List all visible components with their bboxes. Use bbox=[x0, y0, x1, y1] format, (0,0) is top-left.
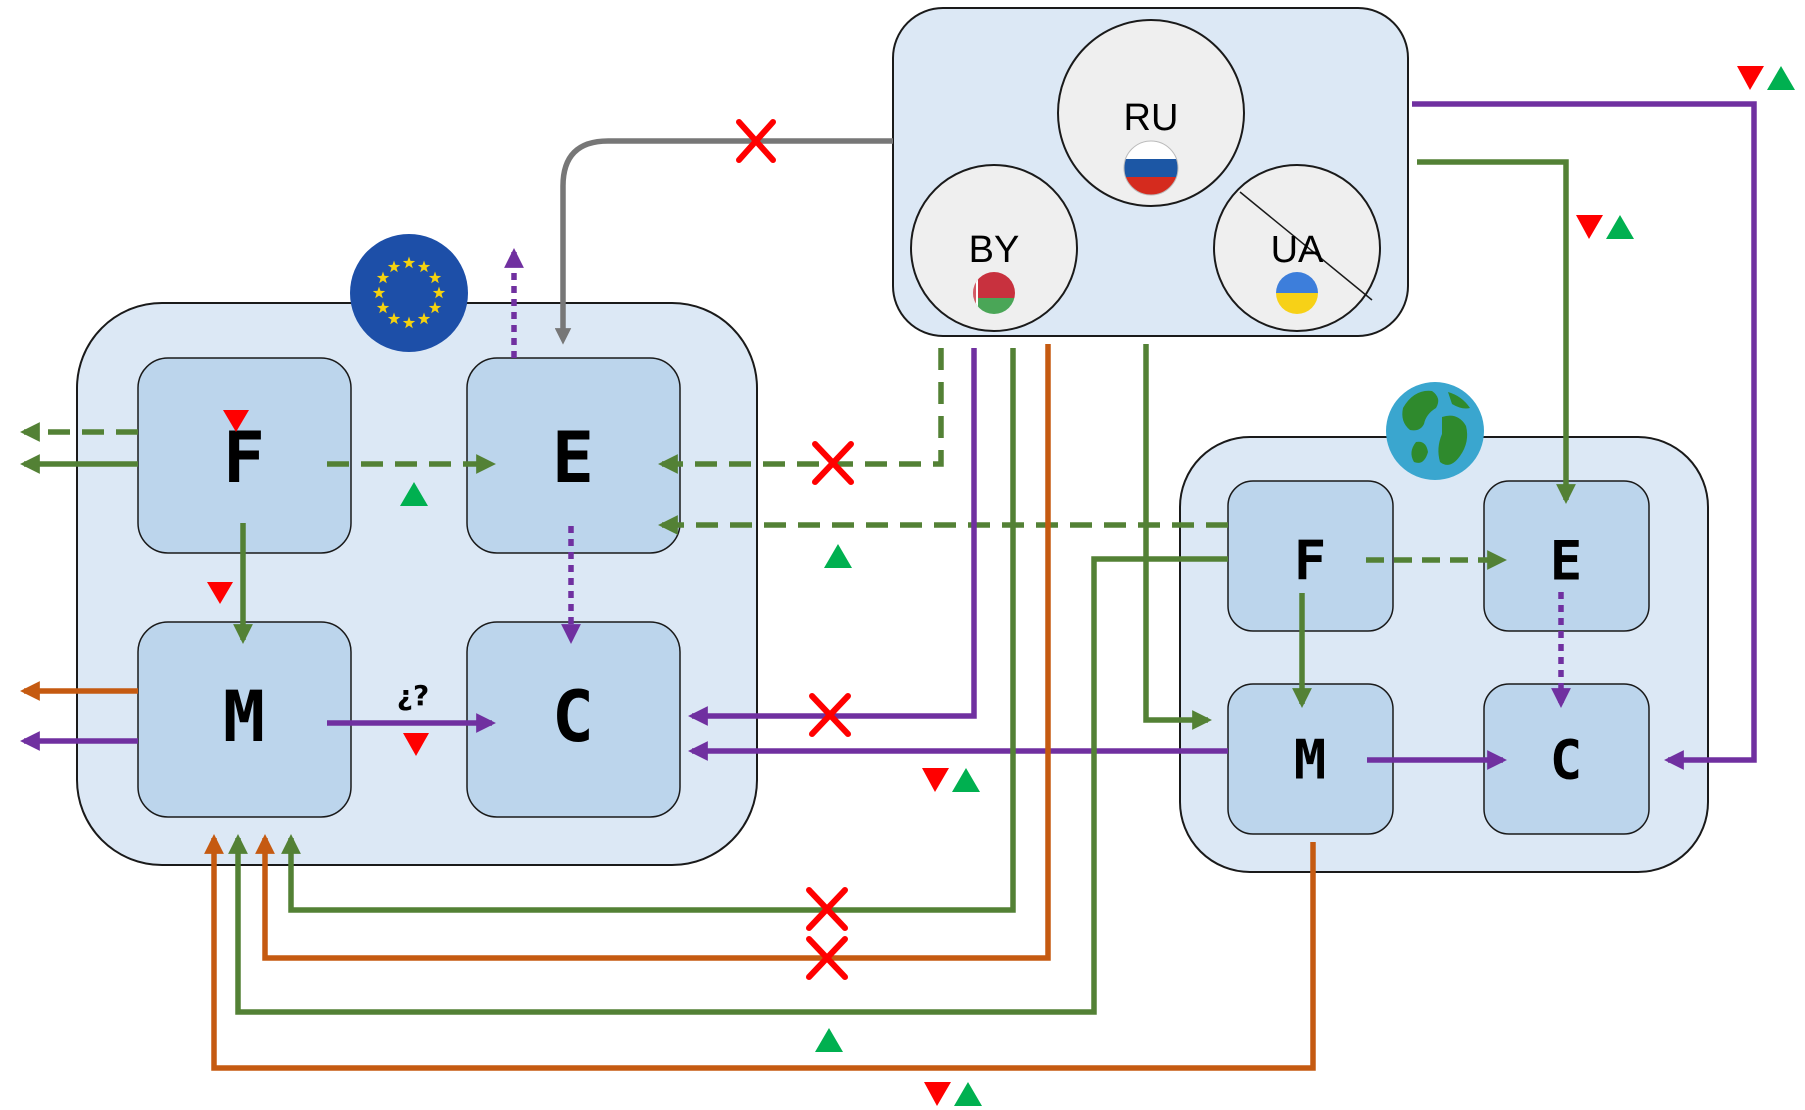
russia-flag-icon bbox=[1124, 141, 1178, 195]
increase-triangle-marker bbox=[952, 768, 980, 792]
ru-to-eu-e-dashed-flow bbox=[658, 348, 944, 474]
decrease-triangle-marker bbox=[1576, 215, 1603, 239]
eu-star-icon bbox=[376, 301, 390, 314]
eu-e-letter: E bbox=[552, 417, 594, 499]
ru-to-world-e-flow bbox=[1417, 159, 1576, 504]
cut-x-marker bbox=[809, 693, 851, 737]
world-box-f bbox=[1227, 480, 1394, 632]
eu-star-icon bbox=[417, 260, 431, 273]
increase-triangle-marker bbox=[1767, 66, 1795, 90]
decrease-triangle-marker bbox=[922, 768, 949, 792]
eu-star-icon bbox=[402, 316, 416, 329]
world-m-letter: M bbox=[1294, 729, 1327, 792]
decrease-triangle-marker bbox=[1737, 66, 1764, 90]
increase-triangle-marker bbox=[400, 482, 428, 506]
increase-triangle-marker bbox=[954, 1082, 982, 1106]
ua-label: UA bbox=[1271, 229, 1324, 271]
eu-star-icon bbox=[372, 286, 386, 299]
eu-star-icon bbox=[432, 286, 446, 299]
eu-flag-icon bbox=[350, 234, 468, 352]
eu-f-letter: F bbox=[223, 417, 265, 499]
cut-x-marker bbox=[812, 441, 854, 485]
world-m-to-eu-m-orange-flow bbox=[204, 834, 1316, 1071]
eu-c-letter: C bbox=[552, 676, 594, 758]
ukraine-flag-icon bbox=[1276, 272, 1318, 314]
ru-label: RU bbox=[1124, 97, 1179, 139]
ru-to-world-c-flow bbox=[1412, 101, 1757, 770]
globe-icon bbox=[1386, 382, 1484, 480]
world-c-letter: C bbox=[1550, 729, 1583, 792]
cut-x-marker bbox=[806, 887, 848, 931]
ru-to-eu-c-flow bbox=[688, 348, 977, 726]
world-f-letter: F bbox=[1294, 530, 1327, 593]
ua-strike-line bbox=[1239, 191, 1373, 301]
world-e-letter: E bbox=[1550, 530, 1583, 593]
eu-star-icon bbox=[428, 271, 442, 284]
ru-to-eu-m-green-flow bbox=[281, 348, 1016, 913]
ru-to-world-m-flow bbox=[1143, 344, 1212, 730]
cut-x-marker bbox=[806, 936, 848, 980]
increase-triangle-marker bbox=[815, 1028, 843, 1052]
increase-triangle-marker bbox=[824, 544, 852, 568]
eu-star-icon bbox=[387, 312, 401, 325]
ru-to-eu-m-orange-flow bbox=[255, 344, 1051, 961]
decrease-triangle-marker bbox=[207, 582, 233, 604]
increase-triangle-marker bbox=[1606, 215, 1634, 239]
decrease-triangle-marker bbox=[924, 1082, 951, 1106]
eu-m-letter: M bbox=[223, 676, 265, 758]
eu-star-icon bbox=[387, 260, 401, 273]
ru-circle bbox=[1057, 19, 1245, 207]
eu-star-icon bbox=[402, 256, 416, 269]
decrease-triangle-marker bbox=[403, 733, 429, 756]
cut-x-marker bbox=[736, 119, 776, 163]
m-to-c-question-label: ¿? bbox=[397, 679, 429, 712]
eu-star-icon bbox=[428, 301, 442, 314]
eu-star-icon bbox=[417, 312, 431, 325]
ua-circle bbox=[1213, 164, 1381, 332]
decrease-triangle-marker bbox=[223, 410, 249, 432]
eu-star-icon bbox=[376, 271, 390, 284]
by-label: BY bbox=[969, 229, 1020, 271]
ru-to-eu-e-gray-flow bbox=[554, 138, 893, 345]
by-circle bbox=[910, 164, 1078, 332]
world-f-to-eu-m-flow bbox=[228, 556, 1228, 1015]
